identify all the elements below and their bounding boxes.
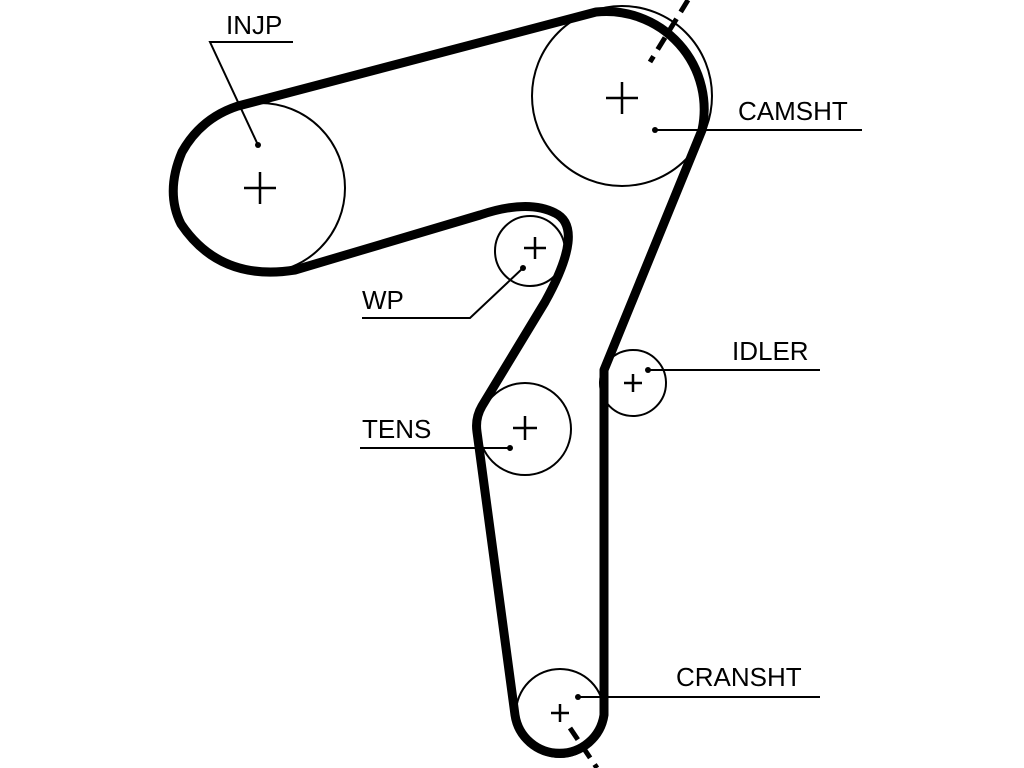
camsht-label: CAMSHT	[738, 96, 848, 126]
pulleys	[174, 5, 713, 758]
wp-leader-dot	[520, 265, 526, 271]
injp-label: INJP	[226, 10, 282, 40]
idler-center-cross	[624, 374, 642, 392]
timing-marks	[567, 0, 691, 768]
injp-center-cross	[244, 172, 276, 204]
labels: INJP CAMSHT WP IDLER TENS CRANSHT	[226, 10, 848, 692]
cransht-label: CRANSHT	[676, 662, 802, 692]
wp-label: WP	[362, 285, 404, 315]
idler-label: IDLER	[732, 336, 809, 366]
leader-dots	[255, 127, 658, 700]
cransht-center-cross	[551, 704, 569, 722]
wp-center-cross	[524, 237, 546, 259]
injp-leader-dot	[255, 142, 261, 148]
camsht-pulley	[531, 5, 713, 187]
tens-label: TENS	[362, 414, 431, 444]
camsht-center-cross	[606, 82, 638, 114]
cransht-timing-mark	[567, 726, 600, 768]
leader-lines	[208, 41, 862, 698]
tens-center-cross	[513, 416, 537, 440]
center-marks	[244, 82, 642, 722]
camsht-timing-mark	[647, 0, 691, 64]
timing-belt	[168, 6, 709, 758]
camsht-leader-dot	[652, 127, 658, 133]
injp-leader	[208, 41, 293, 146]
wp-leader	[362, 267, 524, 319]
idler-leader-dot	[645, 367, 651, 373]
cransht-leader-dot	[575, 694, 581, 700]
tens-leader-dot	[507, 445, 513, 451]
